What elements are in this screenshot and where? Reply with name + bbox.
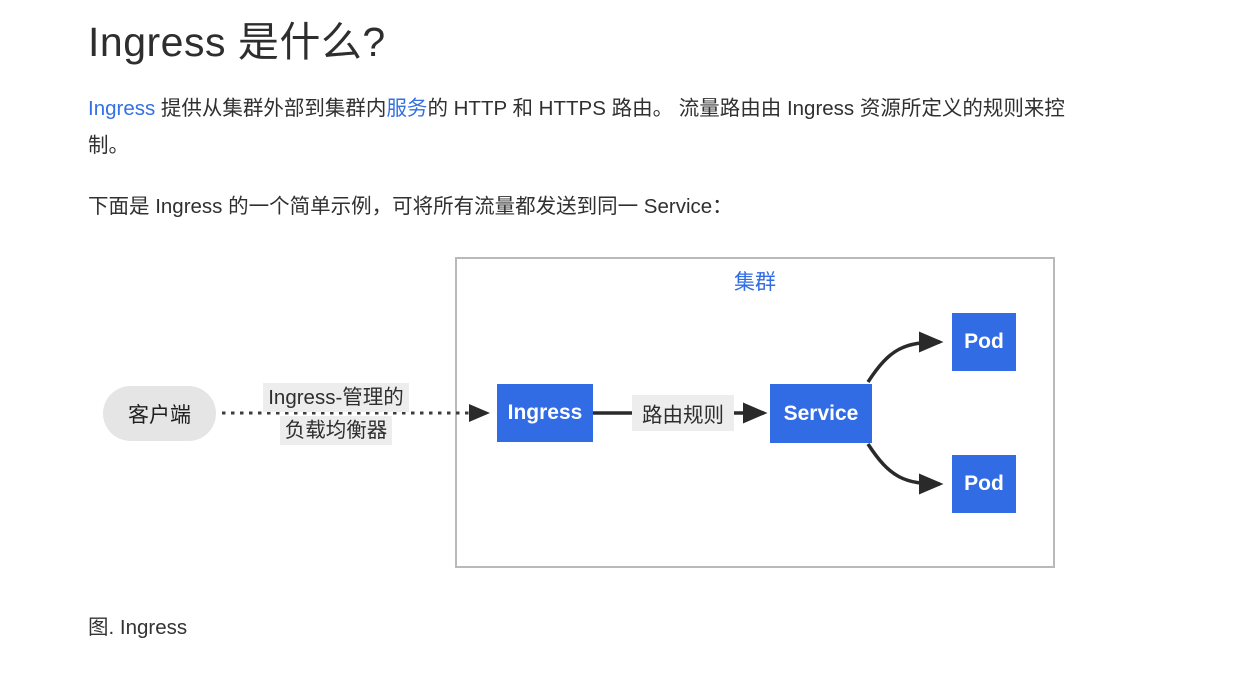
lb-label: Ingress-管理的 负载均衡器	[248, 383, 424, 445]
page-title: Ingress 是什么?	[88, 19, 386, 65]
pod-curve-bottom	[866, 443, 944, 495]
service-link[interactable]: 服务	[386, 97, 428, 120]
pod-curve-top	[866, 331, 944, 383]
lb-label-line2: 负载均衡器	[279, 416, 393, 445]
service-node: Service	[770, 384, 872, 443]
cluster-label: 集群	[734, 271, 776, 294]
figure-caption: 图. Ingress	[88, 616, 188, 639]
pod-node-top: Pod	[952, 313, 1016, 371]
client-node: 客户端	[103, 386, 216, 441]
ingress-link[interactable]: Ingress	[88, 97, 156, 120]
pod-node-bottom: Pod	[952, 455, 1016, 513]
ingress-diagram: 集群 客户端 Ingress-管理的 负载均衡器 Ingress 路由规则 Se…	[0, 250, 1252, 590]
intro-text-2: 的 HTTP 和 HTTPS 路由。 流量路由由 Ingress 资源所定义的规…	[88, 97, 1065, 157]
lb-label-line1: Ingress-管理的	[263, 383, 409, 412]
intro-paragraph: Ingress 提供从集群外部到集群内服务的 HTTP 和 HTTPS 路由。 …	[88, 90, 1068, 164]
routing-rule-label: 路由规则	[632, 395, 734, 431]
ingress-node: Ingress	[497, 384, 593, 442]
example-intro: 下面是 Ingress 的一个简单示例，可将所有流量都发送到同一 Service…	[88, 195, 733, 218]
intro-text-1: 提供从集群外部到集群内	[155, 97, 387, 120]
